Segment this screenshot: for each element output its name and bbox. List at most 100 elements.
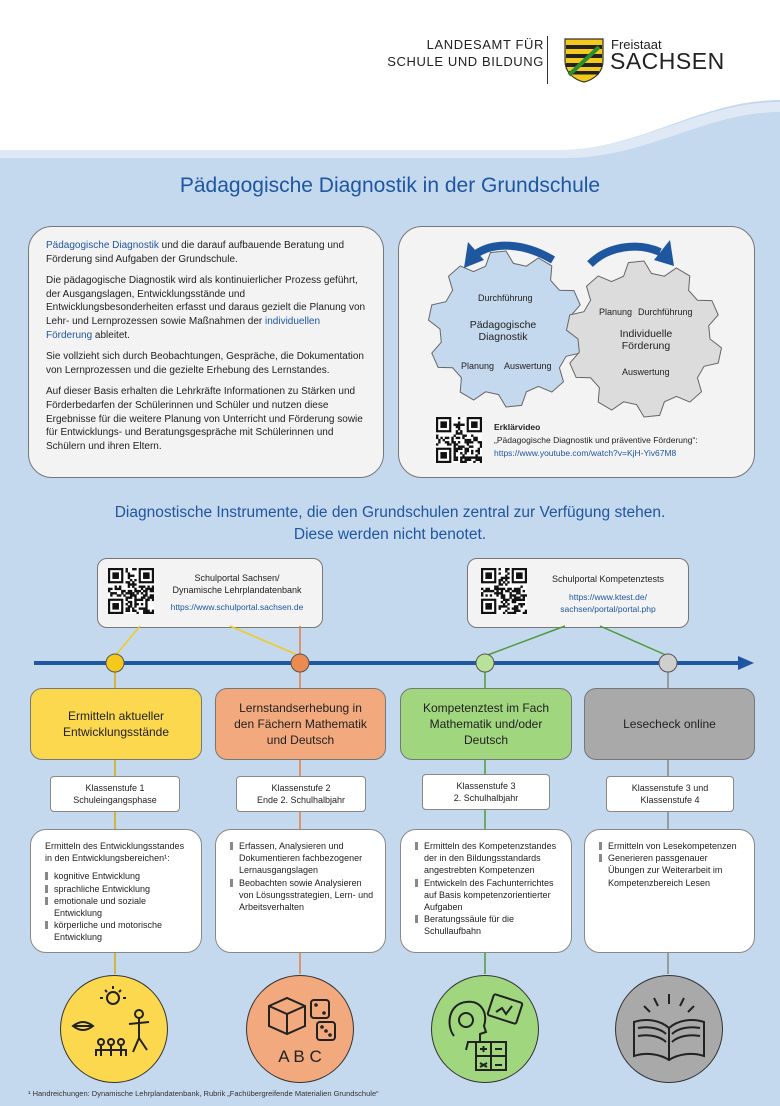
intro-text: Pädagogische Diagnostik und die darauf a… xyxy=(46,239,366,461)
portal1-line-2: Dynamische Lehrplandatenbank xyxy=(172,585,302,595)
page-title: Pädagogische Diagnostik in der Grundschu… xyxy=(179,174,601,197)
column-1-description: Ermitteln des Entwicklungsstandes in den… xyxy=(30,829,202,953)
logo-divider xyxy=(547,36,548,84)
column-2-heading: Lernstandserhebung in den Fächern Mathema… xyxy=(215,688,386,760)
col1-intro-line-2: in den Entwicklungsbereichen¹: xyxy=(45,853,170,864)
intro-p2-end: ableitet. xyxy=(92,329,130,341)
arrow-left-head-icon xyxy=(464,242,484,268)
gear2-title: Individuelle Förderung xyxy=(601,328,691,352)
col4-grade-line-1: Klassenstufe 3 und xyxy=(631,783,709,793)
arrow-right-icon xyxy=(587,242,662,267)
col3-grade-line-1: Klassenstufe 3 xyxy=(456,781,516,791)
portal-text-2: Schulportal Kompetenztests https://www.k… xyxy=(535,573,681,615)
gear-diagnostik-icon xyxy=(427,250,585,408)
portal1-link[interactable]: https://www.schulportal.sachsen.de xyxy=(170,602,304,612)
list-item: Entwickeln des Fachunterrichtes auf Basi… xyxy=(415,877,561,914)
cube-dice-abc-icon: A B C xyxy=(268,996,336,1066)
column-3-grade: Klassenstufe 3 2. Schulhalbjahr xyxy=(422,774,550,810)
intro-card xyxy=(28,226,384,478)
header-background xyxy=(0,0,780,158)
col1-intro-line-1: Ermitteln des Entwicklungsstandes xyxy=(45,841,185,851)
portal2-link-1[interactable]: https://www.ktest.de/ xyxy=(569,592,647,602)
col1-grade-line-2: Schuleingangsphase xyxy=(73,795,157,805)
portal-text-1: Schulportal Sachsen/ Dynamische Lehrplan… xyxy=(162,572,312,613)
development-icon xyxy=(71,986,150,1056)
list-item: Ermitteln des Kompetenzstandes der in de… xyxy=(415,840,561,877)
intro-paragraph-1: Pädagogische Diagnostik und die darauf a… xyxy=(46,239,366,266)
list-item: körperliche und motorische Entwicklung xyxy=(45,919,191,943)
timeline-dot-4 xyxy=(658,653,678,673)
institution-name: LANDESAMT FÜR SCHULE UND BILDUNG xyxy=(387,36,544,70)
video-info: Erklärvideo „Pädagogische Diagnostik und… xyxy=(494,421,698,460)
intro-highlight-1: Pädagogische Diagnostik xyxy=(46,240,159,251)
head-calculator-icon-circle xyxy=(431,975,539,1083)
col3-head-line-3: Deutsch xyxy=(463,733,509,747)
head-calculator-icon xyxy=(448,993,524,1071)
col2-head-line-3: und Deutsch xyxy=(266,733,335,747)
col4-grade-line-2: Klassenstufe 4 xyxy=(640,795,700,805)
portal2-link-2[interactable]: sachsen/portal/portal.php xyxy=(560,604,656,614)
video-link[interactable]: https://www.youtube.com/watch?v=KjH-Yiv6… xyxy=(494,448,677,458)
column-2-grade: Klassenstufe 2 Ende 2. Schulhalbjahr xyxy=(236,776,366,812)
col2-head-line-2: den Fächern Mathematik xyxy=(234,717,367,731)
gear2-top-left-label: Planung xyxy=(599,307,633,317)
open-book-icon xyxy=(633,994,705,1062)
gear2-top-right-label: Durchführung xyxy=(638,307,693,317)
column-4-description: Ermitteln von Lesekompetenzen Generieren… xyxy=(584,829,755,953)
gear2-title-line-2: Förderung xyxy=(621,340,671,352)
video-label: Erklärvideo xyxy=(494,422,541,432)
list-item: Generieren passgenauer Übungen zur Weite… xyxy=(599,852,744,889)
col3-head-line-2: Mathematik und/oder xyxy=(429,717,543,731)
gear1-title-line-2: Diagnostik xyxy=(478,331,528,343)
list-item: sprachliche Entwicklung xyxy=(45,883,191,895)
development-icon-circle xyxy=(60,975,168,1083)
gear1-title: Pädagogische Diagnostik xyxy=(458,319,548,343)
gear1-title-line-1: Pädagogische xyxy=(469,319,537,331)
timeline-dot-3 xyxy=(475,653,495,673)
video-title: „Pädagogische Diagnostik und präventive … xyxy=(494,435,698,445)
col2-grade-line-2: Ende 2. Schulhalbjahr xyxy=(256,795,346,805)
list-item: kognitive Entwicklung xyxy=(45,870,191,882)
gear-foerderung-icon xyxy=(565,260,723,418)
list-item: Beobachten sowie Analysieren von Lösungs… xyxy=(230,877,375,914)
subtitle-line-2: Diese werden nicht benotet. xyxy=(293,526,487,543)
intro-paragraph-3: Sie vollzieht sich durch Beobachtungen, … xyxy=(46,351,364,376)
list-item: Erfassen, Analysieren und Dokumentieren … xyxy=(230,840,375,877)
coat-of-arms-icon xyxy=(564,38,604,83)
gear-cycle-diagram xyxy=(427,240,723,418)
kompetenztest-qr-code-icon[interactable] xyxy=(481,568,527,614)
schulportal-qr-code-icon[interactable] xyxy=(108,568,154,614)
portal1-line-1: Schulportal Sachsen/ xyxy=(194,573,280,583)
col2-grade-line-1: Klassenstufe 2 xyxy=(271,783,331,793)
open-book-icon-circle xyxy=(615,975,723,1083)
timeline-dot-2 xyxy=(290,653,310,673)
col1-head-line-1: Ermitteln aktueller xyxy=(67,709,165,723)
timeline xyxy=(34,625,754,688)
footnote: ¹ Handreichungen: Dynamische Lehrplandat… xyxy=(28,1089,379,1098)
col3-head-line-1: Kompetenztest im Fach xyxy=(422,701,550,715)
timeline-arrow-icon xyxy=(738,656,754,670)
gear1-right-label: Auswertung xyxy=(504,361,552,371)
intro-p2-start: Die pädagogische Diagnostik wird als kon… xyxy=(46,275,366,327)
gear2-bottom-label: Auswertung xyxy=(622,367,670,377)
institution-line-2: SCHULE UND BILDUNG xyxy=(387,54,544,69)
col2-head-line-1: Lernstandserhebung in xyxy=(239,701,362,715)
state-name: SACHSEN xyxy=(610,48,725,74)
column-3-description: Ermitteln des Kompetenzstandes der in de… xyxy=(400,829,572,953)
video-qr-code-icon[interactable] xyxy=(436,417,482,463)
col3-grade-line-2: 2. Schulhalbjahr xyxy=(453,793,519,803)
list-item: Beratungssäule für die Schullaufbahn xyxy=(415,913,561,937)
column-2-description: Erfassen, Analysieren und Dokumentieren … xyxy=(215,829,386,953)
institution-line-1: LANDESAMT FÜR xyxy=(426,37,544,52)
list-item: Ermitteln von Lesekompetenzen xyxy=(599,840,744,852)
column-4-heading: Lesecheck online xyxy=(584,688,755,760)
intro-highlight-2: individuellen Förderung xyxy=(46,315,321,341)
col1-head-line-2: Entwicklungsstände xyxy=(62,725,170,739)
list-item: emotionale und soziale Entwicklung xyxy=(45,895,191,919)
subtitle-line-1: Diagnostische Instrumente, die den Grund… xyxy=(114,504,666,521)
section-subtitle: Diagnostische Instrumente, die den Grund… xyxy=(0,502,780,546)
